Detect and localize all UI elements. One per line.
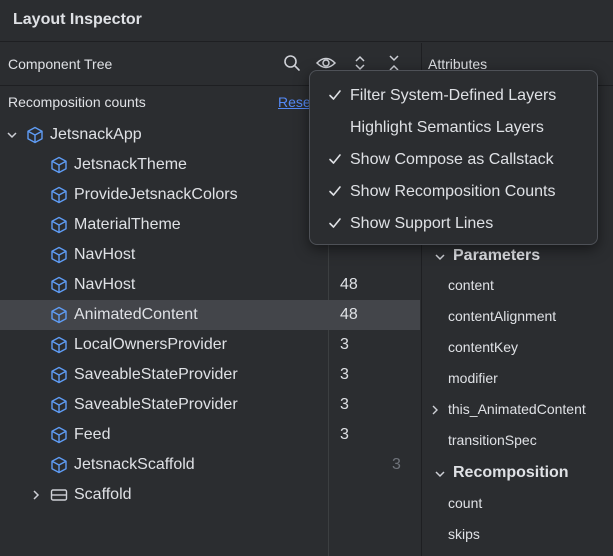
tree-row-name: SaveableStateProvider (74, 366, 238, 383)
chevron-down-icon (434, 467, 446, 479)
menu-item[interactable]: Highlight Semantics Layers (310, 111, 597, 143)
count-column-divider (328, 116, 329, 556)
recomposition-count: 48 (340, 276, 358, 293)
tree-row-name: SaveableStateProvider (74, 396, 238, 413)
tree-row-name: JetsnackScaffold (74, 456, 195, 473)
recomposition-count: 3 (340, 426, 349, 443)
checkmark-icon (328, 152, 342, 166)
recomposition-count: 3 (340, 366, 349, 383)
parameter-item[interactable]: content (448, 277, 494, 293)
tree-row[interactable]: Feed 3 (0, 420, 420, 450)
recomposition-counts-label: Recomposition counts (8, 94, 146, 110)
compose-node-icon (50, 306, 68, 324)
tree-row[interactable]: JetsnackTheme (0, 150, 420, 180)
recomposition-section-header[interactable]: Recomposition (422, 459, 613, 487)
recomposition-count: 3 (340, 336, 349, 353)
recomposition-item[interactable]: count (448, 495, 483, 511)
tree-row-name: NavHost (74, 246, 136, 263)
tree-row-name: AnimatedContent (74, 306, 198, 323)
tree-row-name: JetsnackTheme (74, 156, 187, 173)
parameter-item[interactable]: this_AnimatedContent (448, 401, 586, 417)
parameters-section-label: Parameters (453, 247, 541, 264)
layout-node-icon (50, 486, 68, 504)
tree-row[interactable]: ProvideJetsnackColors (0, 180, 420, 210)
compose-node-icon (50, 246, 68, 264)
compose-node-icon (26, 126, 44, 144)
tree-row-name: Scaffold (74, 486, 132, 503)
tree-row[interactable]: NavHost (0, 240, 420, 270)
tree-row-name: Feed (74, 426, 111, 443)
component-tree-title: Component Tree (8, 56, 113, 72)
tree-row[interactable]: SaveableStateProvider 3 (0, 390, 420, 420)
parameter-item[interactable]: contentKey (448, 339, 519, 355)
compose-node-icon (50, 366, 68, 384)
window-title: Layout Inspector (13, 11, 142, 28)
tree-row-name: ProvideJetsnackColors (74, 186, 238, 203)
parameter-item[interactable]: transitionSpec (448, 432, 537, 448)
collapse-icon[interactable] (384, 53, 404, 73)
menu-item[interactable]: Show Recomposition Counts (310, 175, 597, 207)
recomposition-count: 3 (392, 456, 401, 473)
tree-row[interactable]: SaveableStateProvider 3 (0, 360, 420, 390)
menu-item-label: Show Support Lines (350, 215, 494, 232)
search-icon[interactable] (282, 53, 302, 73)
menu-item-label: Filter System-Defined Layers (350, 87, 557, 104)
component-tree-header: Component Tree (0, 43, 420, 86)
attributes-panel: Attributes Parameters content contentAlig… (421, 43, 613, 556)
tree-row[interactable]: AnimatedContent 48 (0, 300, 420, 330)
tree-row[interactable]: JetsnackApp (0, 120, 420, 150)
chevron-down-icon[interactable] (6, 128, 18, 142)
tree-row[interactable]: Scaffold (0, 480, 420, 510)
tree-row-name: JetsnackApp (50, 126, 142, 143)
tree-row[interactable]: JetsnackScaffold 3 (0, 450, 420, 480)
recomposition-section-label: Recomposition (453, 464, 569, 481)
tree-row[interactable]: LocalOwnersProvider 3 (0, 330, 420, 360)
menu-item-label: Show Compose as Callstack (350, 151, 554, 168)
menu-item-label: Highlight Semantics Layers (350, 119, 544, 136)
compose-node-icon (50, 156, 68, 174)
recomposition-count: 48 (340, 306, 358, 323)
expand-icon[interactable] (350, 53, 370, 73)
chevron-right-icon[interactable] (430, 403, 440, 415)
compose-node-icon (50, 186, 68, 204)
eye-icon[interactable] (315, 53, 337, 73)
attributes-title: Attributes (428, 56, 488, 72)
component-tree-panel: Component Tree Recomposition counts Rese… (0, 43, 420, 556)
chevron-right-icon[interactable] (30, 488, 42, 502)
compose-node-icon (50, 336, 68, 354)
reset-link[interactable]: Reset (278, 94, 315, 110)
menu-item-label: Show Recomposition Counts (350, 183, 556, 200)
checkmark-icon (328, 184, 342, 198)
chevron-down-icon (434, 250, 446, 262)
tree-row-name: LocalOwnersProvider (74, 336, 227, 353)
menu-item[interactable]: Show Compose as Callstack (310, 143, 597, 175)
compose-node-icon (50, 456, 68, 474)
parameter-item[interactable]: modifier (448, 370, 498, 386)
compose-node-icon (50, 276, 68, 294)
compose-node-icon (50, 426, 68, 444)
menu-item[interactable]: Show Support Lines (310, 207, 597, 239)
checkmark-icon (328, 216, 342, 230)
tree-row[interactable]: NavHost 48 (0, 270, 420, 300)
tree-row-name: NavHost (74, 276, 136, 293)
tree-row-name: MaterialTheme (74, 216, 181, 233)
compose-node-icon (50, 396, 68, 414)
parameter-item[interactable]: contentAlignment (448, 308, 557, 324)
parameters-section-header[interactable]: Parameters (422, 242, 613, 270)
compose-node-icon (50, 216, 68, 234)
checkmark-icon (328, 88, 342, 102)
recomposition-counts-bar: Recomposition counts Reset (0, 86, 420, 116)
tree-row[interactable]: MaterialTheme (0, 210, 420, 240)
recomposition-count: 3 (340, 396, 349, 413)
recomposition-item[interactable]: skips (448, 526, 480, 542)
title-bar: Layout Inspector (0, 0, 613, 42)
menu-item[interactable]: Filter System-Defined Layers (310, 79, 597, 111)
